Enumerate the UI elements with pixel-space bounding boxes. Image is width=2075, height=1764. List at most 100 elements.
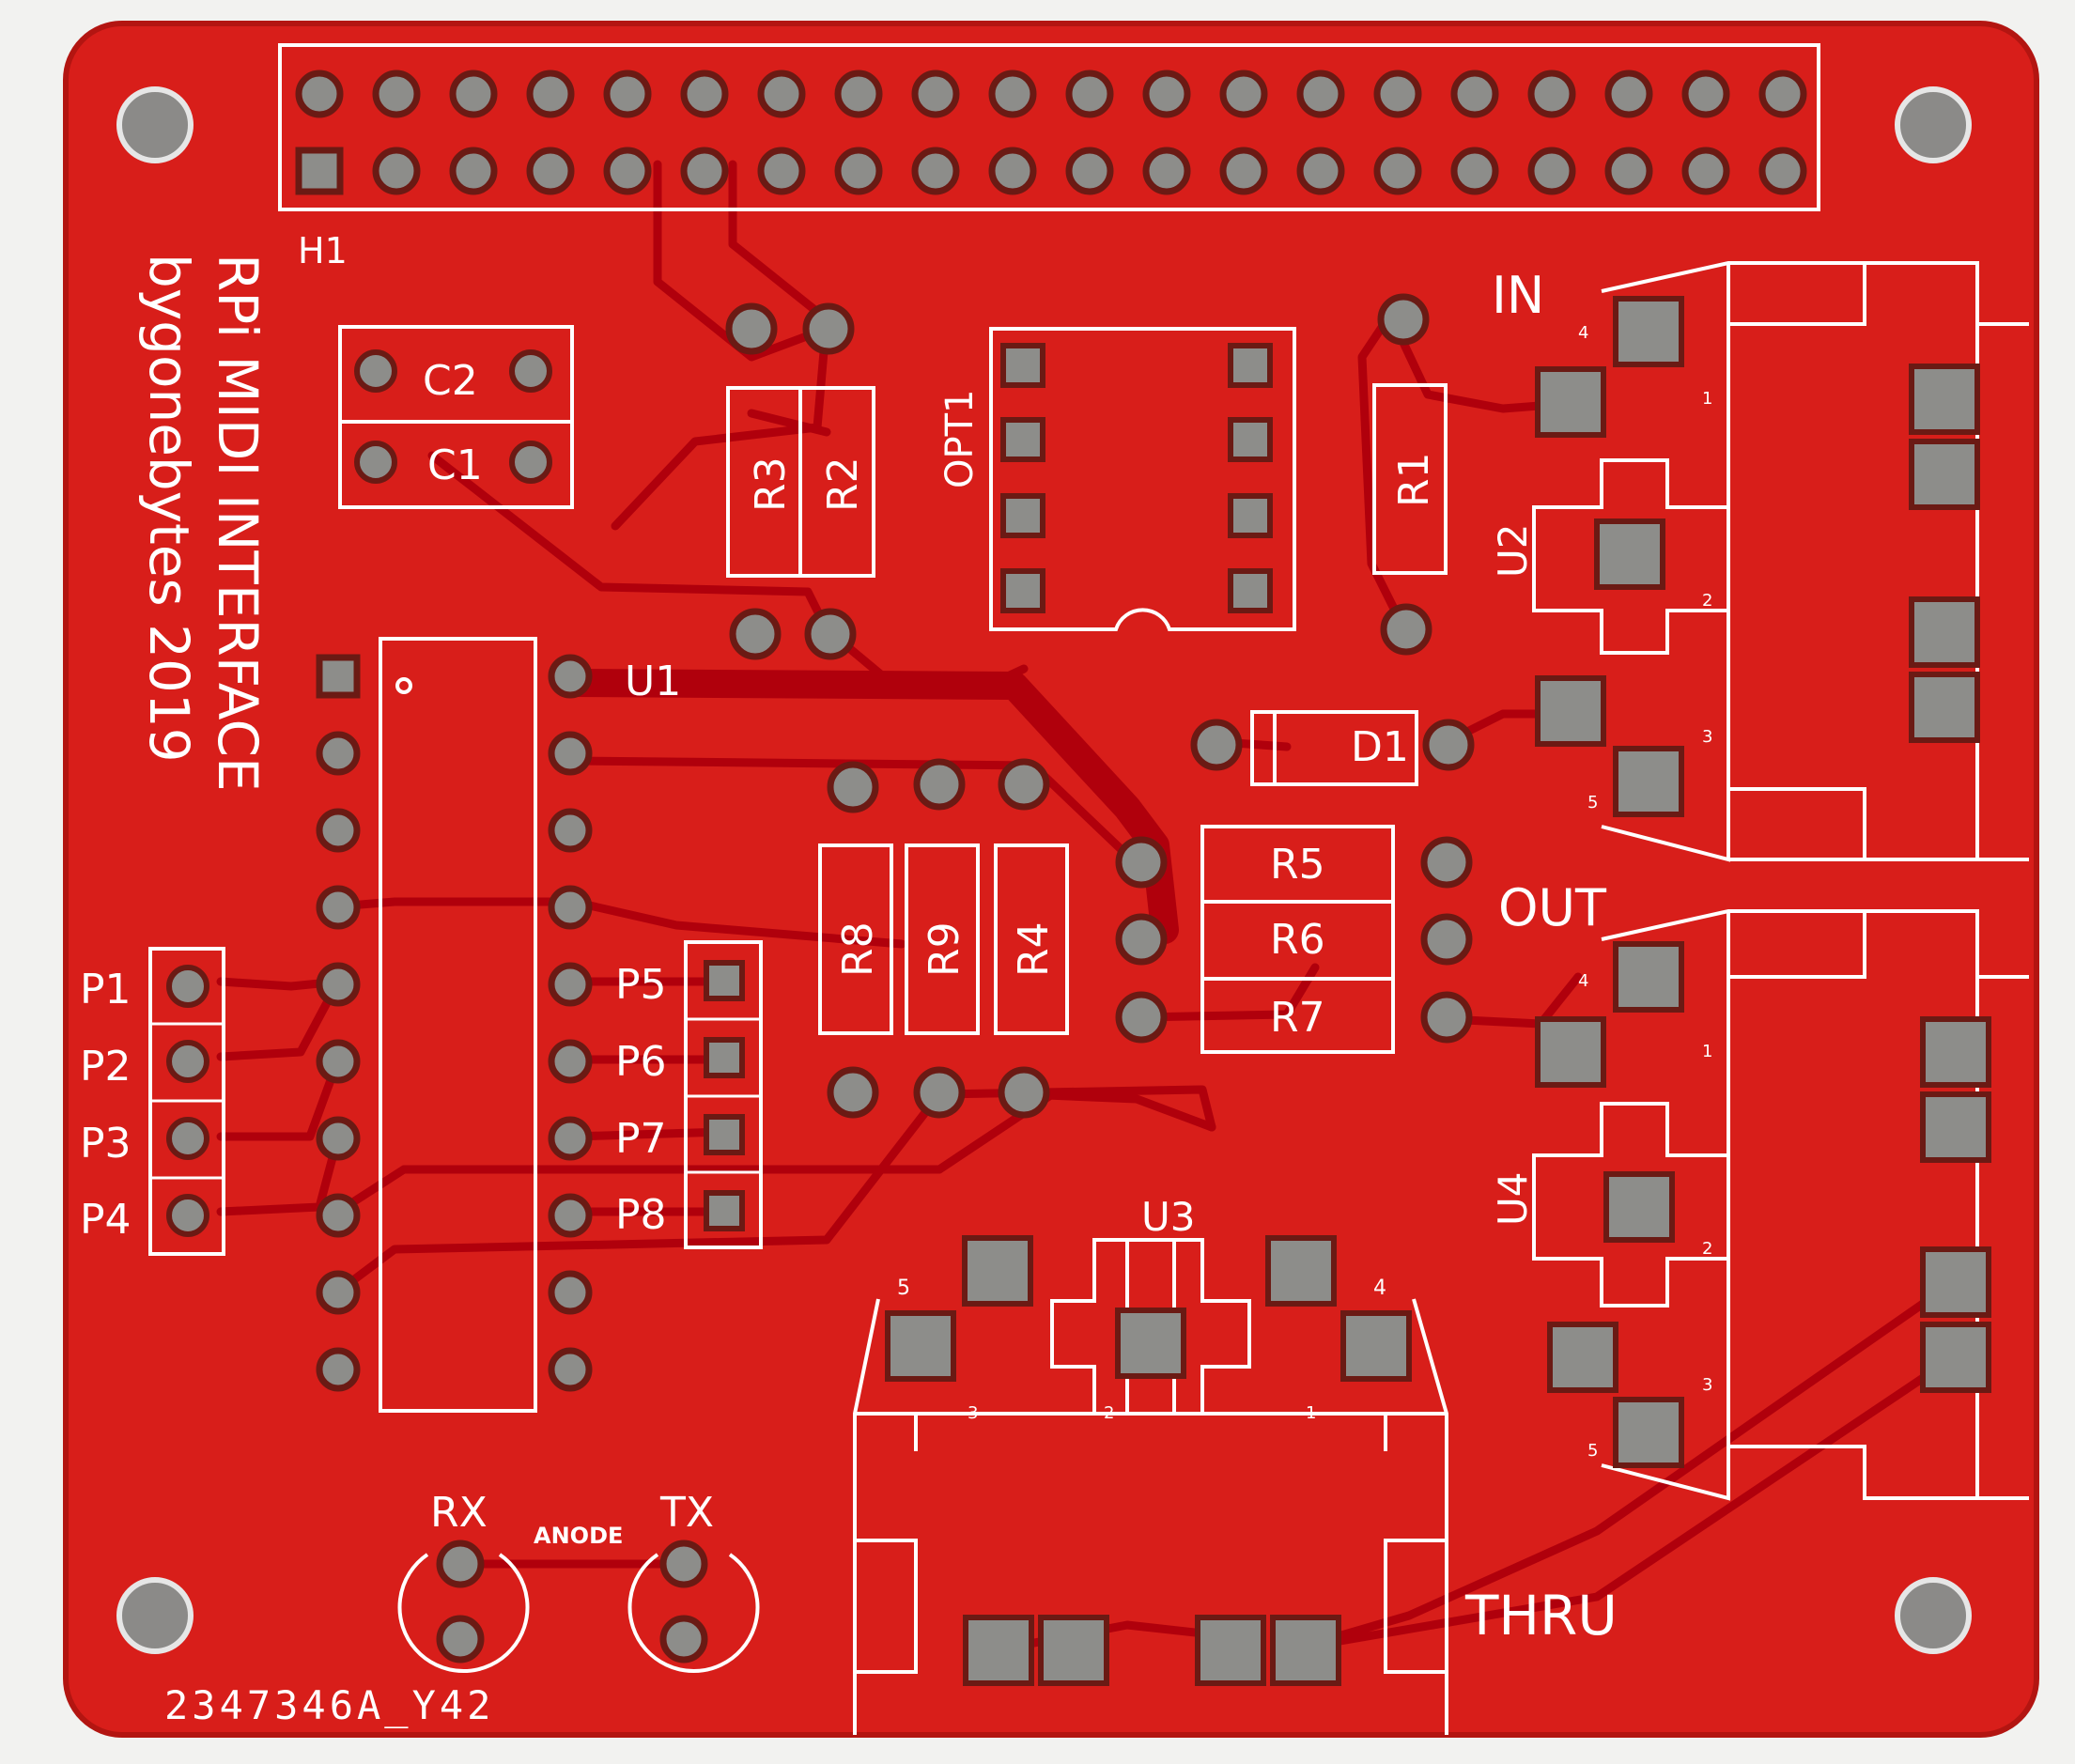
u1-pin [548,1116,593,1161]
header-pad [911,70,960,118]
pins-p1-p4: P1 P2 P3 P4 [80,947,225,1256]
label-r6: R6 [1270,916,1325,964]
header-pad [988,70,1037,118]
label-p7: P7 [615,1115,667,1163]
label-u3: U3 [1141,1194,1195,1240]
pin-label-in-3: 3 [1702,727,1712,747]
header-pad [1219,147,1268,195]
header-pad [1065,70,1114,118]
pin-label-out-5: 5 [1587,1441,1598,1461]
pin-label-out-2: 2 [1702,1239,1712,1259]
header-pad [526,147,575,195]
optocoupler-opt1: OPT1 [938,327,1296,631]
u1-pin [548,808,593,853]
pin-label-thru-3: 3 [968,1403,978,1423]
header-pad [757,70,806,118]
chip-u1: U1 [316,637,681,1413]
header-pad [1296,147,1345,195]
pin-label-in-5: 5 [1587,793,1598,812]
resistor-r1: R1 [1372,293,1448,656]
label-r4: R4 [1010,921,1058,977]
resistors-r3-r2: R3 R2 [725,302,875,660]
header-pad [834,147,883,195]
header-pad [1758,147,1807,195]
label-r1: R1 [1390,452,1438,507]
label-c2: C2 [423,357,478,405]
header-pad [1450,147,1499,195]
u1-pin [316,1116,361,1161]
u1-pin [316,808,361,853]
resistors-r8-r9-r4: R8 R9 R4 [818,758,1069,1119]
header-pad [603,70,652,118]
label-u2: U2 [1490,524,1536,578]
u1-pin [548,731,593,776]
u1-pin [316,1039,361,1084]
u1-pin [316,962,361,1007]
header-pad [449,147,498,195]
u1-pin [316,654,361,699]
u1-pin [316,1347,361,1392]
header-h1: H1 [278,43,1820,271]
u1-pin [316,1270,361,1315]
label-p4: P4 [80,1196,132,1244]
label-p2: P2 [80,1043,132,1091]
header-pad [449,70,498,118]
label-rx: RX [430,1489,488,1537]
pin-label-thru-4: 4 [1373,1277,1386,1300]
u1-pin [316,885,361,930]
resistors-r5-r6-r7: R5 R6 R7 [1115,825,1473,1054]
header-pad [372,70,421,118]
header-pad [1142,147,1191,195]
header-pad [988,147,1037,195]
mounting-holes [116,86,1972,1654]
u1-pin [548,1039,593,1084]
u1-pin [316,731,361,776]
label-r3: R3 [747,456,795,512]
label-r5: R5 [1270,841,1325,889]
header-pad [295,70,344,118]
pin-label-in-1: 1 [1702,389,1712,409]
pins-p5-p8: P5 P6 P7 P8 [615,940,763,1249]
label-u4: U4 [1490,1172,1536,1226]
header-pad [1604,147,1653,195]
label-r9: R9 [921,921,968,977]
pin-label-out-4: 4 [1578,971,1588,991]
header-pad [372,147,421,195]
midi-thru-connector: THRU U3 5 4 3 2 1 [853,1194,1618,1735]
header-pad [1450,70,1499,118]
title-line2: bygonebytes 2019 [137,254,201,763]
label-anode: ANODE [534,1523,623,1549]
u1-pin [316,1193,361,1238]
midi-in-connector: IN U2 4 1 2 3 5 [1490,261,2029,862]
header-pad [1681,70,1730,118]
label-r7: R7 [1270,994,1325,1042]
label-r2: R2 [819,456,867,512]
pin-label-out-1: 1 [1702,1042,1712,1061]
label-p5: P5 [615,961,667,1009]
header-pad [834,70,883,118]
header-pad [1758,70,1807,118]
u1-pin [548,1347,593,1392]
label-c1: C1 [427,441,483,489]
header-pad [1681,147,1730,195]
title-line1: RPi MIDI INTERFACE [206,254,270,792]
header-pad [1296,70,1345,118]
header-pad [526,70,575,118]
header-outline [278,43,1820,211]
header-pad [1373,147,1422,195]
label-tx: TX [659,1489,714,1537]
pin-label-thru-1: 1 [1306,1403,1316,1423]
label-p8: P8 [615,1191,667,1239]
label-out: OUT [1498,878,1607,937]
midi-out-connector: OUT U4 4 1 2 3 5 [1490,878,2029,1501]
label-p1: P1 [80,966,132,1014]
header-pad [1527,70,1576,118]
u1-pin [548,885,593,930]
header-pad [680,147,729,195]
label-opt1: OPT1 [938,390,982,489]
diode-d1: D1 [1190,710,1475,786]
header-pads [295,70,1807,195]
header-pad [757,147,806,195]
